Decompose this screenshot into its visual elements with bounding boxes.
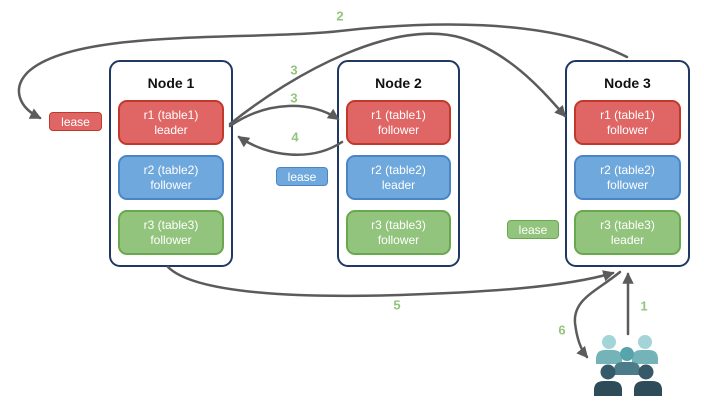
step-label-3a: 3 (290, 62, 298, 78)
replica-id: r2 (table2) (371, 162, 426, 177)
step-label-6: 6 (558, 322, 566, 338)
replica-role: leader (381, 177, 416, 192)
node-3-replica-r2: r2 (table2) follower (574, 155, 681, 200)
lease-tag-table3: lease (507, 220, 559, 239)
step-label-5: 5 (393, 297, 401, 313)
replica-role: follower (377, 232, 420, 247)
node-2-replica-r1: r1 (table1) follower (346, 100, 451, 145)
replica-id: r3 (table3) (143, 217, 199, 232)
node-3: Node 3 r1 (table1) follower r2 (table2) … (565, 60, 690, 267)
replica-role: follower (377, 122, 420, 137)
node-1-title: Node 1 (147, 75, 195, 91)
node-3-title: Node 3 (604, 75, 651, 91)
replica-id: r1 (table1) (371, 107, 426, 122)
step-label-4: 4 (291, 129, 299, 145)
replica-role: follower (606, 122, 649, 137)
node-2-replica-r2: r2 (table2) leader (346, 155, 451, 200)
node-3-replica-r1: r1 (table1) follower (574, 100, 681, 145)
replica-role: follower (606, 177, 649, 192)
node-3-replica-r3: r3 (table3) leader (574, 210, 681, 255)
replica-role: follower (150, 177, 192, 192)
replica-id: r3 (table3) (371, 217, 426, 232)
step-label-2: 2 (336, 8, 344, 24)
node-1-replica-r2: r2 (table2) follower (118, 155, 224, 200)
node-1-replica-r1: r1 (table1) leader (118, 100, 224, 145)
replica-id: r2 (table2) (143, 162, 199, 177)
replica-role: leader (154, 122, 188, 137)
replica-id: r3 (table3) (600, 217, 655, 232)
replica-id: r1 (table1) (143, 107, 199, 122)
node-1-replica-r3: r3 (table3) follower (118, 210, 224, 255)
replica-id: r1 (table1) (600, 107, 655, 122)
step-label-1: 1 (640, 298, 648, 314)
clients-group-icon (594, 335, 662, 396)
lease-tag-table2: lease (276, 167, 328, 186)
node-2-title: Node 2 (375, 75, 422, 91)
node-2: Node 2 r1 (table1) follower r2 (table2) … (337, 60, 460, 267)
replica-role: leader (610, 232, 645, 247)
node-2-replica-r3: r3 (table3) follower (346, 210, 451, 255)
lease-tag-table1: lease (49, 112, 102, 131)
arrow-step-3-node1-to-node2 (228, 104, 340, 128)
step-label-3b: 3 (290, 90, 298, 106)
arrow-step-5-node1-to-node3 (166, 265, 615, 298)
replica-id: r2 (table2) (600, 162, 655, 177)
replica-role: follower (150, 232, 192, 247)
node-1: Node 1 r1 (table1) leader r2 (table2) fo… (109, 60, 233, 267)
